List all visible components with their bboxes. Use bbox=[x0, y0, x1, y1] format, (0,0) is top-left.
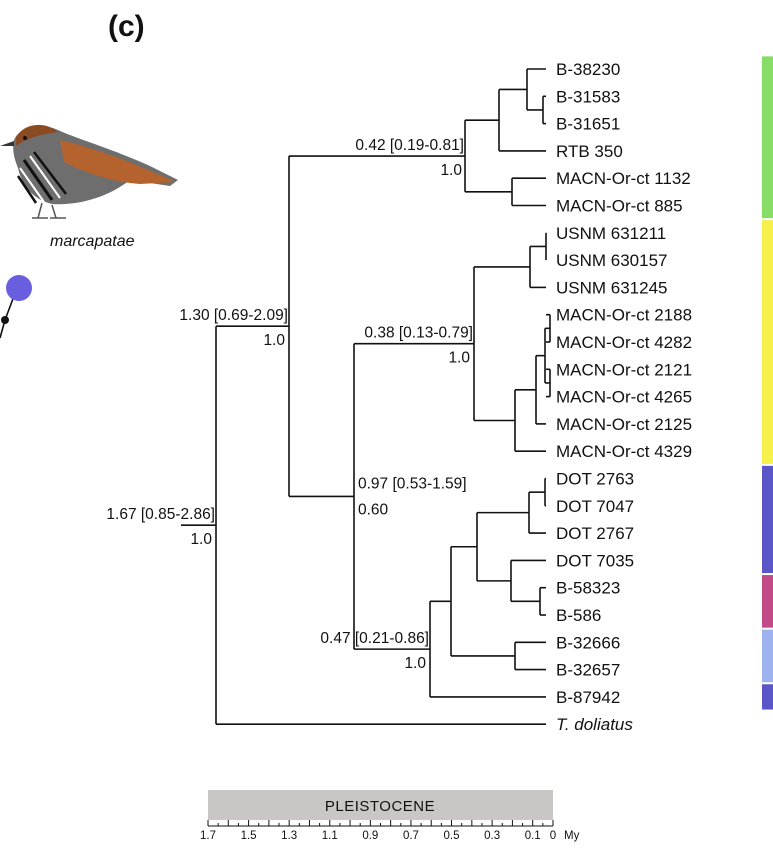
tip-label: T. doliatus bbox=[556, 715, 633, 734]
tip-label: MACN-Or-ct 2188 bbox=[556, 306, 692, 325]
panel-label: (c) bbox=[108, 10, 145, 43]
clade-bar-magenta bbox=[762, 575, 773, 628]
tip-label: MACN-Or-ct 1132 bbox=[556, 169, 691, 188]
tip-label: B-32657 bbox=[556, 661, 620, 680]
haplotype-network-fragment bbox=[0, 275, 32, 339]
node-support-label: 1.0 bbox=[440, 162, 462, 179]
node-age-label: 1.67 [0.85-2.86] bbox=[106, 506, 215, 523]
clade-bar-yellow bbox=[762, 220, 773, 464]
tip-label: RTB 350 bbox=[556, 142, 623, 161]
bird-illustration bbox=[0, 124, 178, 219]
axis-tick-label: 0.5 bbox=[444, 830, 460, 842]
tip-label: B-87942 bbox=[556, 688, 620, 707]
era-band bbox=[208, 790, 553, 820]
node-labels: 1.67 [0.85-2.86] 1.0 1.30 [0.69-2.09] 1.0 0.… bbox=[106, 137, 473, 672]
era-label: PLEISTOCENE bbox=[325, 798, 435, 815]
tip-label: USNM 631211 bbox=[556, 224, 666, 243]
clade-bar-blue-1 bbox=[762, 465, 773, 574]
node-age-label: 0.97 [0.53-1.59] bbox=[358, 475, 467, 492]
species-label: marcapatae bbox=[50, 233, 135, 250]
node-age-label: 0.47 [0.21-0.86] bbox=[320, 630, 429, 647]
node-support-label: 1.0 bbox=[448, 350, 470, 367]
tip-label: B-58323 bbox=[556, 579, 620, 598]
tip-label: DOT 7047 bbox=[556, 497, 634, 516]
clade-bar-blue-2 bbox=[762, 684, 773, 710]
timescale-unit: My bbox=[564, 830, 580, 842]
tip-label: DOT 2767 bbox=[556, 524, 634, 543]
tip-label: MACN-Or-ct 2125 bbox=[556, 415, 692, 434]
axis-tick-label: 1.3 bbox=[281, 830, 297, 842]
tip-label: B-32666 bbox=[556, 633, 620, 652]
clade-bar-light-blue bbox=[762, 629, 773, 683]
tip-label: B-31651 bbox=[556, 115, 620, 134]
haplotype-node bbox=[6, 275, 32, 301]
node-support-label: 1.0 bbox=[190, 531, 212, 548]
axis-tick-label: 0 bbox=[550, 830, 556, 842]
tip-label: USNM 630157 bbox=[556, 251, 668, 270]
node-support-label: 1.0 bbox=[263, 332, 285, 349]
timescale-labels: 1.7 1.5 1.3 1.1 0.9 0.7 0.5 0.3 0.1 0 bbox=[200, 830, 556, 842]
tip-label: DOT 7035 bbox=[556, 551, 634, 570]
node-age-label: 1.30 [0.69-2.09] bbox=[179, 307, 288, 324]
axis-tick-label: 1.7 bbox=[200, 830, 216, 842]
tip-label: MACN-Or-ct 2121 bbox=[556, 360, 692, 379]
axis-tick-label: 1.5 bbox=[241, 830, 257, 842]
tip-label: DOT 2763 bbox=[556, 470, 634, 489]
axis-tick-label: 1.1 bbox=[322, 830, 338, 842]
node-age-label: 0.38 [0.13-0.79] bbox=[364, 325, 473, 342]
axis-tick-label: 0.9 bbox=[362, 830, 378, 842]
node-support-label: 1.0 bbox=[404, 655, 426, 672]
tip-label: MACN-Or-ct 4329 bbox=[556, 442, 692, 461]
tip-label: B-586 bbox=[556, 606, 601, 625]
tip-label: USNM 631245 bbox=[556, 278, 668, 297]
tree-branches bbox=[181, 68, 551, 726]
clade-bars bbox=[762, 56, 773, 710]
clade-bar-green bbox=[762, 56, 773, 219]
axis-tick-label: 0.1 bbox=[525, 830, 541, 842]
tip-label: MACN-Or-ct 885 bbox=[556, 197, 683, 216]
axis-tick-label: 0.3 bbox=[484, 830, 500, 842]
axis-tick-label: 0.7 bbox=[403, 830, 419, 842]
tip-label: MACN-Or-ct 4282 bbox=[556, 333, 692, 352]
tip-label: MACN-Or-ct 4265 bbox=[556, 388, 692, 407]
node-support-label: 0.60 bbox=[358, 501, 389, 518]
tip-label: B-38230 bbox=[556, 60, 620, 79]
timescale: PLEISTOCENE 1.7 1.5 1.3 1.1 0.9 0.7 0.5 0.3 0.1 0… bbox=[200, 790, 580, 842]
haplotype-small-node bbox=[1, 316, 9, 324]
node-age-label: 0.42 [0.19-0.81] bbox=[355, 137, 464, 154]
tip-label: B-31583 bbox=[556, 87, 620, 106]
timescale-ticks bbox=[207, 820, 554, 826]
